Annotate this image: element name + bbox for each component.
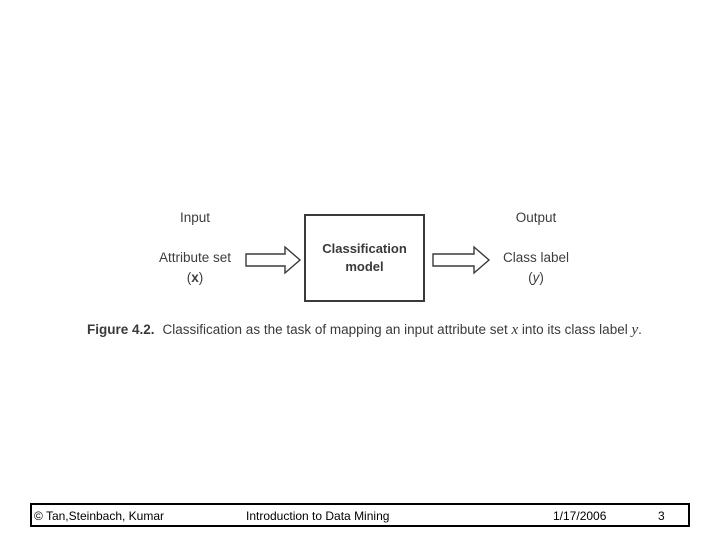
footer-date: 1/17/2006 [553, 509, 607, 523]
input-variable: (x) [150, 270, 240, 285]
caption-text-middle: into its class label [518, 322, 632, 337]
output-paren-close: ) [539, 270, 544, 285]
box-label-line1: Classification [322, 241, 407, 256]
input-arrow [245, 245, 302, 275]
slide-footer: © Tan,Steinbach, Kumar Introduction to D… [30, 503, 690, 527]
footer-course-title: Introduction to Data Mining [246, 509, 390, 523]
caption-var-x: x [511, 322, 519, 338]
output-class-label: Class label [502, 250, 570, 265]
output-paren-open: ( [528, 270, 533, 285]
footer-authors: © Tan,Steinbach, Kumar [34, 509, 165, 523]
footer-page-number: 3 [658, 509, 665, 523]
caption-text-before: Classification as the task of mapping an… [162, 322, 512, 337]
output-arrow [432, 245, 491, 275]
input-attribute-label: Attribute set [158, 250, 232, 265]
output-heading: Output [515, 210, 557, 225]
input-heading: Input [179, 210, 211, 225]
output-var-y: y [532, 270, 540, 285]
input-paren-open: ( [186, 270, 192, 285]
box-label-line2: model [345, 259, 384, 274]
classification-model-box: Classification model [304, 214, 425, 302]
figure-label: Figure 4.2. [87, 322, 155, 337]
output-variable: (y) [496, 270, 576, 285]
input-var-x: x [191, 270, 199, 285]
caption-text-end: . [638, 322, 642, 337]
input-paren-close: ) [198, 270, 204, 285]
figure-caption: Figure 4.2. Classification as the task of… [87, 322, 642, 339]
caption-var-y: y [631, 322, 639, 338]
